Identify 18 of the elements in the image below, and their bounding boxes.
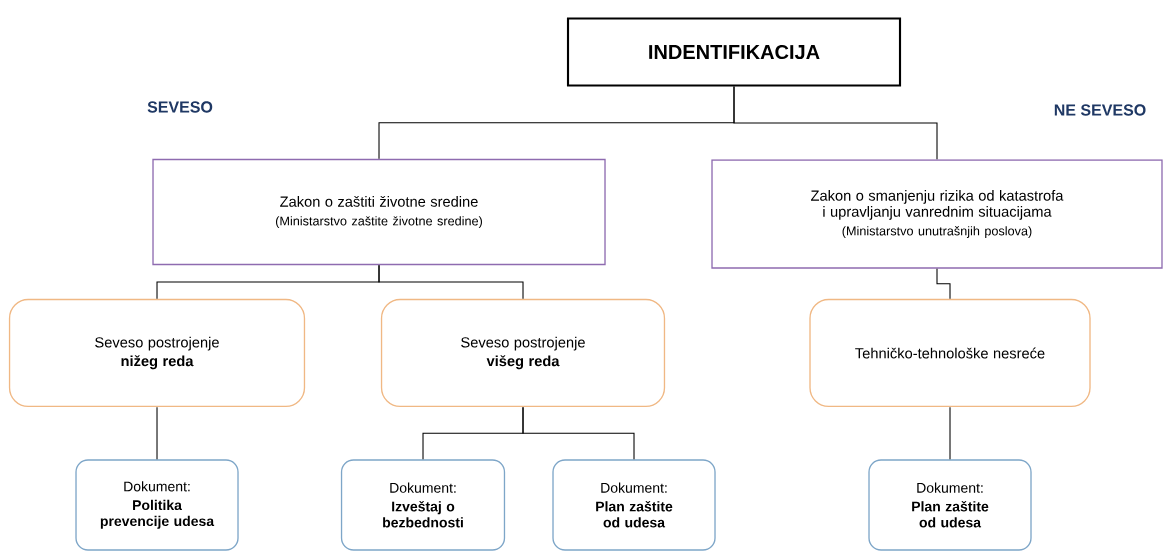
category-box: Tehničko-tehnološke nesreće	[809, 298, 1091, 408]
group-label: SEVESO	[147, 101, 213, 113]
law-box: Zakon o zaštiti životne sredine (Ministarstvo zaštite životne sredine)	[152, 158, 606, 266]
document-box: Dokument: Plan zaštite od udesa	[552, 459, 716, 551]
document-box: Dokument: Izveštaj o bezbednosti	[340, 459, 506, 551]
connector	[733, 86, 938, 160]
connector	[156, 406, 158, 460]
connector	[522, 406, 635, 460]
box-heading: INDENTIFIKACIJA	[566, 17, 902, 87]
group-label: NE SEVESO	[1054, 104, 1146, 116]
document-box: Dokument: Politika prevencije udesa	[75, 459, 239, 551]
category-box: Seveso postrojenje višeg reda	[380, 298, 666, 408]
document-box: Dokument: Plan zaštite od udesa	[868, 459, 1032, 551]
law-box: Zakon o smanjenju rizika od katastrofa i upravljanju vanrednim situacijama (Ministarstvo unutrašnjih poslova)	[711, 159, 1163, 269]
connector	[936, 268, 951, 300]
connector	[949, 406, 951, 460]
category-box: Seveso postrojenje nižeg reda	[8, 298, 306, 408]
connector	[378, 264, 524, 300]
